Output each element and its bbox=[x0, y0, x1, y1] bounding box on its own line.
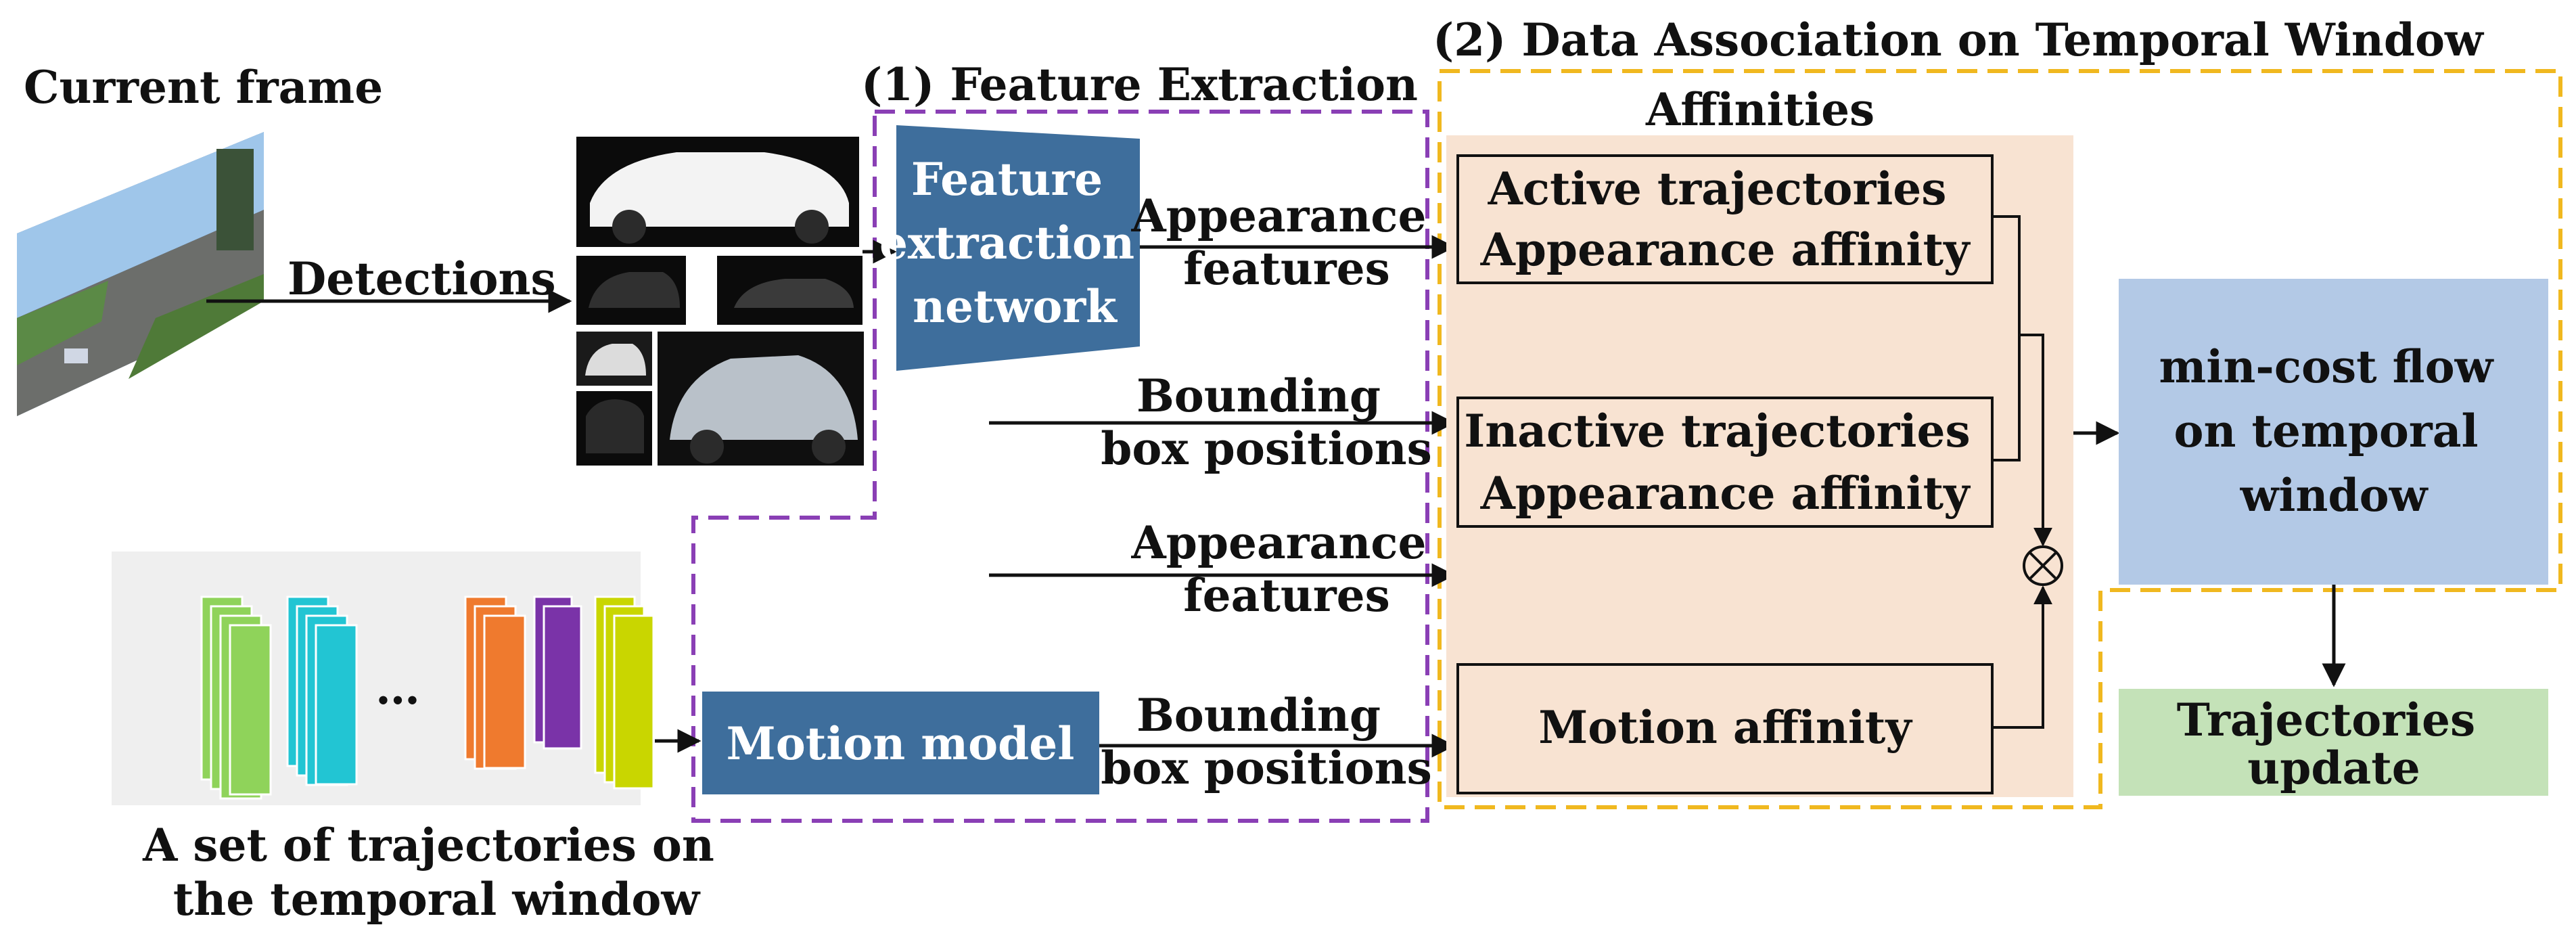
inactive-affinity-label: Inactive trajectories Appearance affinit… bbox=[1464, 405, 1985, 520]
bbox-positions-label-1: Bounding box positions bbox=[1101, 369, 1432, 475]
combine-symbol bbox=[2023, 545, 2063, 586]
trajectories-update-label: Trajectories update bbox=[2177, 694, 2491, 794]
trajectory-stack-green bbox=[200, 595, 272, 800]
affinities-title: Affinities bbox=[1645, 83, 1874, 136]
trajectories-update-box bbox=[2119, 689, 2548, 796]
section2-title: (2) Data Association on Temporal Window bbox=[1433, 14, 2485, 66]
motion-affinity-label: Motion affinity bbox=[1538, 701, 1912, 754]
motion-to-combine-connector bbox=[1992, 585, 2052, 729]
motion-model-label: Motion model bbox=[727, 717, 1075, 770]
inactive-affinity-box bbox=[1456, 397, 1994, 528]
trajectory-ellipsis: … bbox=[375, 662, 420, 715]
bbox-positions-label-2: Bounding box positions bbox=[1101, 689, 1432, 794]
trajectory-stack-purple bbox=[533, 595, 582, 750]
current-frame-image bbox=[17, 132, 264, 416]
inactive-to-combine-connector bbox=[1992, 335, 2021, 461]
detection-crops bbox=[576, 137, 864, 466]
feature-net-label: Feature extraction network bbox=[879, 153, 1150, 333]
feature-extraction-network bbox=[896, 125, 1140, 371]
trajectory-stack-yellow bbox=[594, 595, 655, 790]
trajectory-stack-orange bbox=[464, 595, 526, 770]
appearance-features-label-2: Appearance features bbox=[1131, 516, 1442, 622]
trajectory-stack-cyan bbox=[286, 595, 358, 786]
min-cost-flow-label: min-cost flow on temporal window bbox=[2159, 340, 2509, 522]
trajectory-set-label: A set of trajectories on the temporal wi… bbox=[142, 819, 730, 926]
motion-model-box bbox=[702, 692, 1099, 794]
feature-extraction-region bbox=[691, 110, 1429, 823]
min-cost-flow-box bbox=[2119, 279, 2548, 585]
detections-label: Detections bbox=[288, 252, 556, 305]
current-frame-label: Current frame bbox=[24, 61, 383, 114]
section1-title: (1) Feature Extraction bbox=[861, 58, 1418, 111]
active-affinity-label: Active trajectories Appearance affinity bbox=[1480, 162, 1971, 276]
appearance-features-label-1: Appearance features bbox=[1131, 189, 1442, 295]
active-affinity-box bbox=[1456, 154, 1994, 284]
